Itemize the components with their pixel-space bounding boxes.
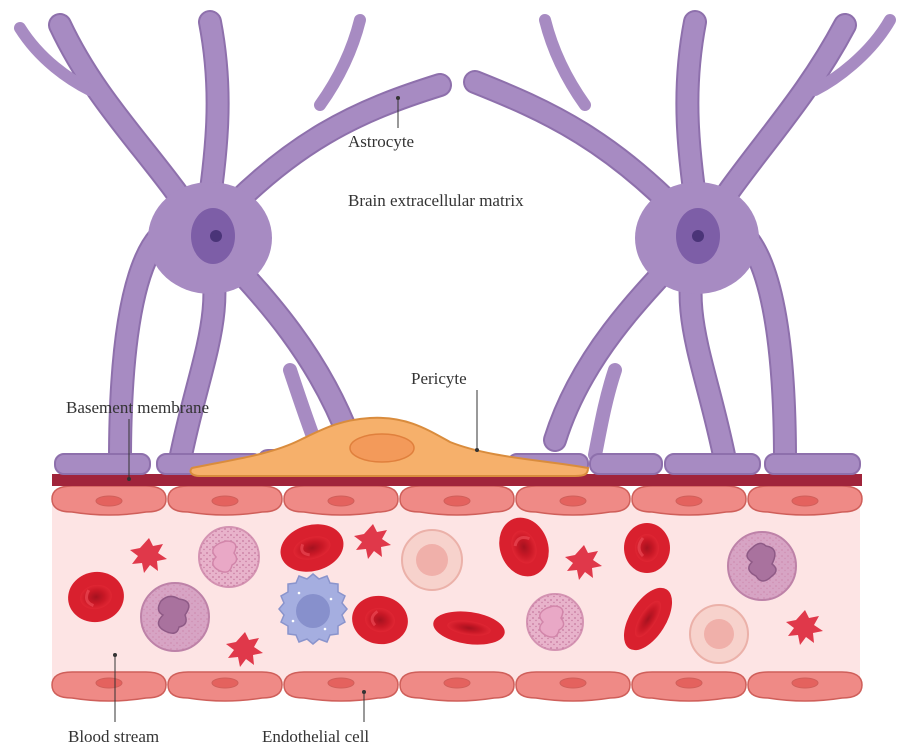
- endothelial-cell-leader-dot: [362, 690, 366, 694]
- astrocyte-leader-dot: [396, 96, 400, 100]
- pericyte-leader-dot: [475, 448, 479, 452]
- brain-ecm-label: Brain extracellular matrix: [348, 191, 524, 210]
- lymphocyte: [690, 605, 748, 663]
- endothelial-nucleus: [96, 678, 122, 688]
- blood-stream-label: Blood stream: [68, 727, 159, 746]
- blood-stream-leader-dot: [113, 653, 117, 657]
- astrocyte-end-foot: [665, 454, 760, 474]
- endothelial-nucleus: [212, 496, 238, 506]
- astrocyte-nucleolus: [692, 230, 704, 242]
- pericyte-label: Pericyte: [411, 369, 467, 388]
- endothelial-layer-bottom: [52, 672, 862, 701]
- endothelial-nucleus: [676, 496, 702, 506]
- red-blood-cell: [624, 523, 670, 573]
- endothelial-nucleus: [792, 496, 818, 506]
- astrocyte-end-foot: [590, 454, 662, 474]
- basophil: [279, 574, 347, 644]
- pericyte: [190, 418, 588, 476]
- endothelial-nucleus: [96, 496, 122, 506]
- neutrophil: [199, 527, 259, 587]
- astrocyte-end-foot: [765, 454, 860, 474]
- endothelial-nucleus: [792, 678, 818, 688]
- endothelial-nucleus: [560, 496, 586, 506]
- basement-membrane-leader-dot: [127, 477, 131, 481]
- astrocyte-end-foot: [55, 454, 150, 474]
- endothelial-nucleus: [328, 496, 354, 506]
- neutrophil: [141, 583, 209, 651]
- basement-membrane-label: Basement membrane: [66, 398, 209, 417]
- pericyte-nucleus: [350, 434, 414, 462]
- endothelial-nucleus: [676, 678, 702, 688]
- endothelial-nucleus: [212, 678, 238, 688]
- astrocyte-right: [475, 20, 890, 474]
- endothelial-nucleus: [328, 678, 354, 688]
- lymphocyte: [402, 530, 462, 590]
- neutrophil: [728, 532, 796, 600]
- endothelial-cell-label: Endothelial cell: [262, 727, 369, 746]
- astrocyte-label: Astrocyte: [348, 132, 414, 151]
- endothelial-nucleus: [444, 496, 470, 506]
- astrocyte-nucleolus: [210, 230, 222, 242]
- neutrophil: [527, 594, 583, 650]
- endothelial-nucleus: [444, 678, 470, 688]
- endothelial-nucleus: [560, 678, 586, 688]
